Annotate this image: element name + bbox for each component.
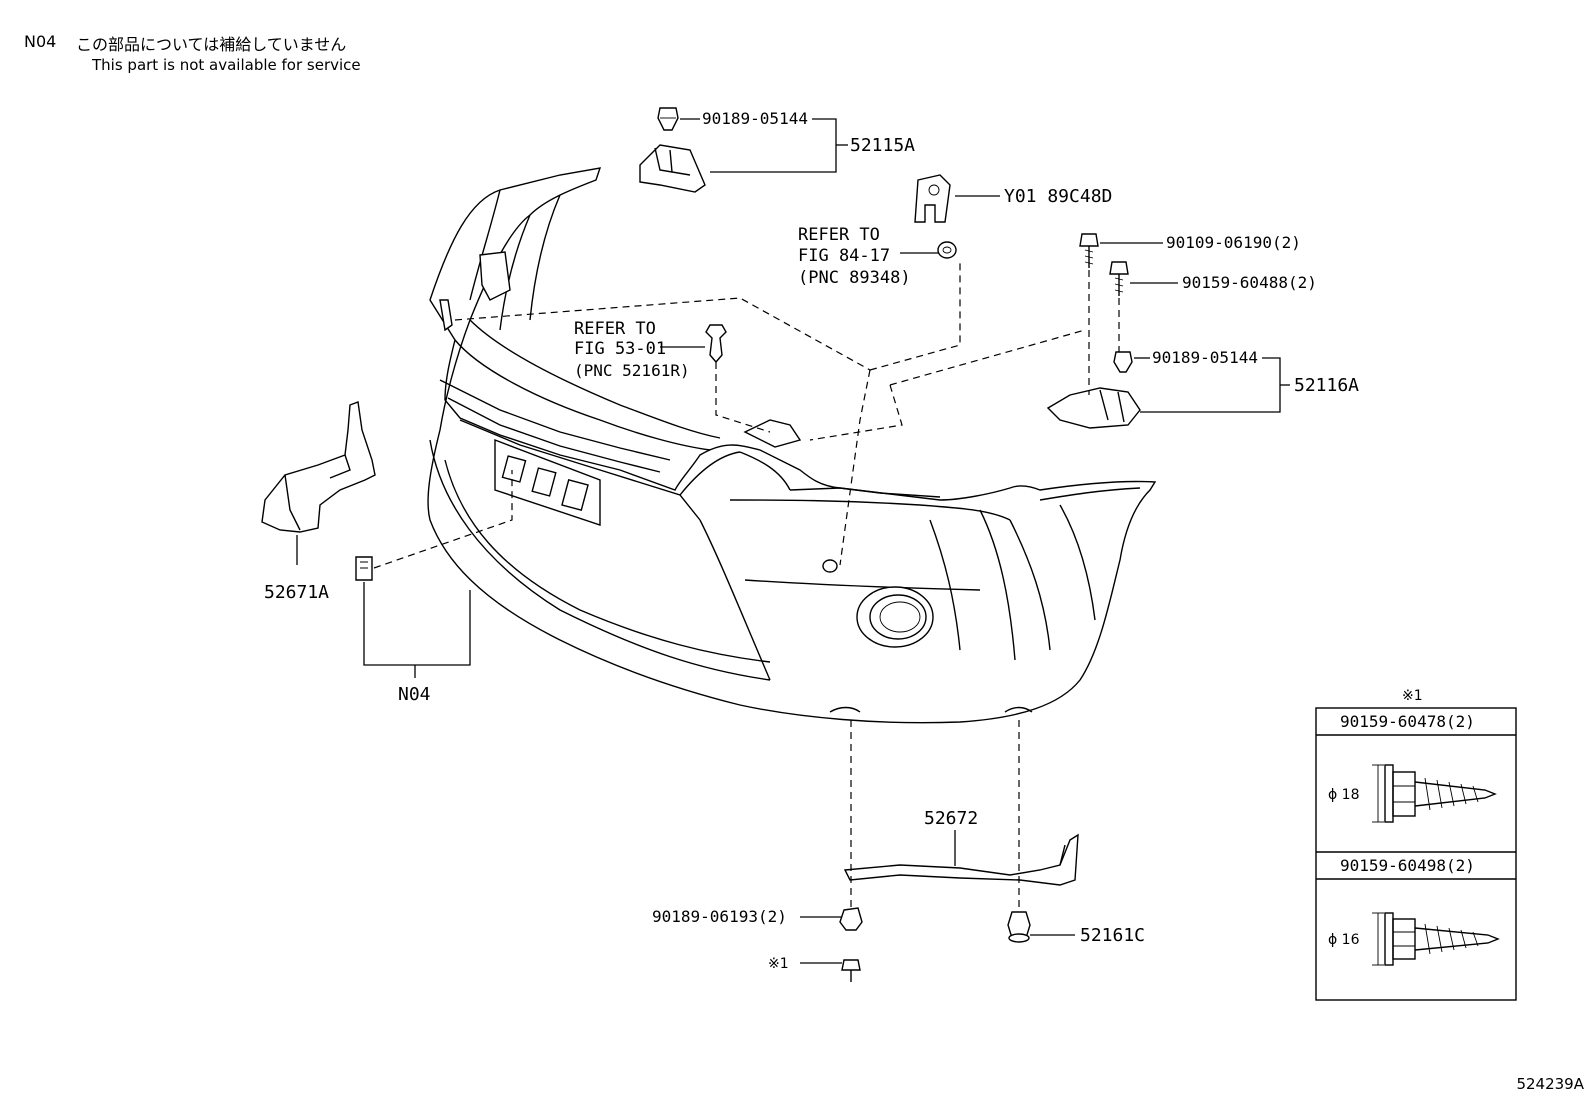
part-labels: 90189-05144 52115A Y01 89C48D REFER TO F… [264,109,1359,972]
screw-90159-60488 [1109,261,1129,296]
dashed-location-lines [373,262,1120,912]
label-refer84-line1: REFER TO [798,225,880,245]
inset-title: ※1 [1402,688,1423,704]
inset-top-part: 90159-60478(2) [1340,712,1475,731]
reinforcement-52672-part [843,833,1079,886]
header-code: N04 [24,32,57,51]
inset-top-screw [1372,764,1497,823]
label-Y01-89C48D: Y01 89C48D [1004,186,1112,207]
screw-note-1 [841,959,861,982]
inset-bottom-dim: ϕ 16 [1328,932,1360,948]
bumper-cover [427,167,1157,724]
label-refer84-line2: FIG 84-17 [798,246,890,266]
label-52671A: 52671A [264,582,329,603]
label-52116A: 52116A [1294,375,1359,396]
label-90159-60488: 90159-60488(2) [1182,273,1317,292]
inset-bottom-screw [1372,912,1500,966]
label-N04: N04 [398,684,431,705]
inset-bottom-part: 90159-60498(2) [1340,856,1475,875]
label-90189-06193: 90189-06193(2) [652,907,787,926]
figure-id: 524239A [1516,1075,1584,1093]
label-52161C: 52161C [1080,925,1145,946]
inset-table: ※1 90159-60478(2) 90159-60498(2) ϕ 18 [1315,688,1517,1001]
nut-N04 [355,556,373,581]
clip-52161C [1007,911,1031,943]
retainer-52671A-part [261,401,376,533]
label-refer53-line1: REFER TO [574,319,656,339]
label-52672: 52672 [924,808,978,829]
label-refer53-line3: (PNC 52161R) [574,361,690,380]
label-refer53-line2: FIG 53-01 [574,339,666,359]
bolt-90109-06190 [1079,233,1099,268]
grommet-89348 [937,241,957,259]
bracket-Y01-part [914,174,951,223]
nut-90189-06193 [839,907,863,931]
label-90189-05144-right: 90189-05144 [1152,348,1258,367]
label-52115A: 52115A [850,135,915,156]
header-japanese-note: この部品については補給していません [76,35,347,54]
clip-52161R [705,324,727,364]
label-refer84-line3: (PNC 89348) [798,268,911,288]
leader-lines [296,118,1290,964]
label-note-1: ※1 [768,956,789,972]
clip-90189-05144-top [657,107,679,131]
label-90189-05144-top: 90189-05144 [702,109,808,128]
retainer-52115A-part [639,144,706,193]
header-english-note: This part is not available for service [92,56,361,74]
inset-top-dim: ϕ 18 [1328,787,1360,803]
clip-90189-05144-right [1113,351,1133,373]
label-90109-06190: 90109-06190(2) [1166,233,1301,252]
retainer-52116A-part [1046,387,1141,429]
